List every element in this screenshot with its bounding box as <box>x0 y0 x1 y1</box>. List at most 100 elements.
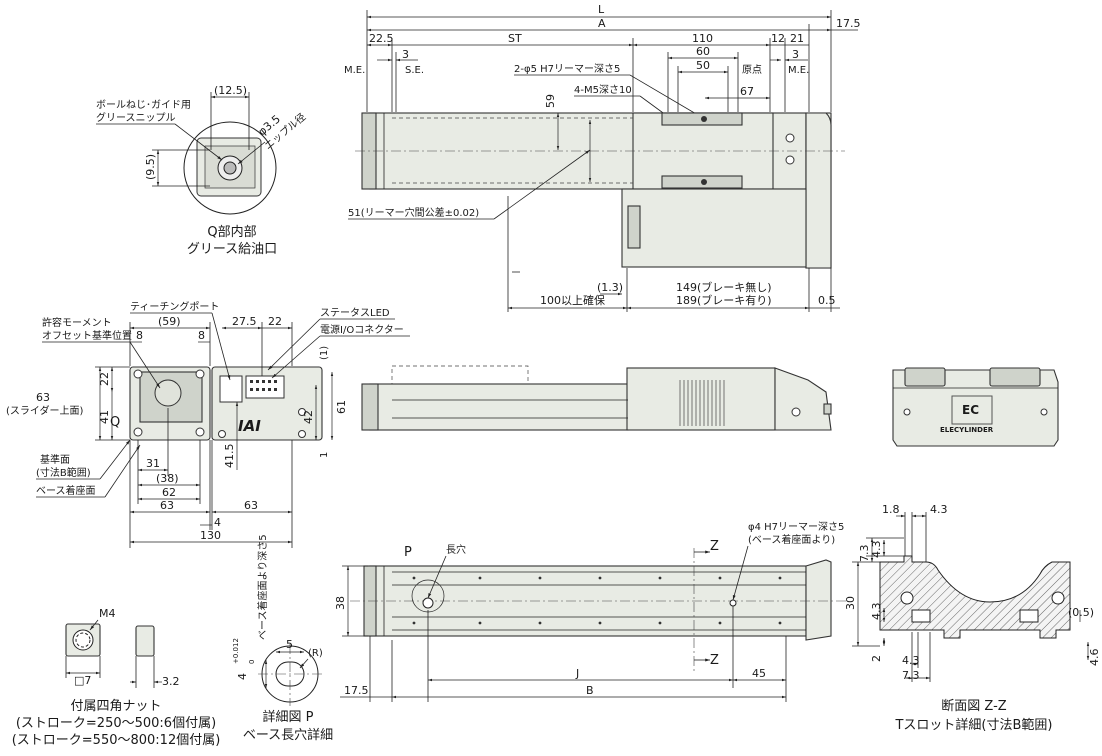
sec-dim-2: 2 <box>870 655 883 662</box>
top-view: L A 17.5 22.5 ST 110 12 21 3 M.E. S.E. 6… <box>344 3 861 312</box>
detail-p: 5 (R) 4 +0.012 0 ベース着座面より深さ5 詳細図 P ベース長穴… <box>232 534 333 743</box>
reamer-tolerance-label: 51(リーマー穴間公差±0.02) <box>348 206 479 219</box>
teaching-port-label: ティーチングポート <box>130 300 219 313</box>
iai-logo: IAI <box>238 417 261 435</box>
dim-50: 50 <box>696 59 710 72</box>
sec-dim-4-3a: 4.3 <box>930 503 948 516</box>
dim-J: J <box>575 667 579 680</box>
q-label: Q <box>110 415 120 430</box>
dim-59-end: (59) <box>158 315 181 328</box>
front-view <box>361 365 832 431</box>
dim-4: 4 <box>214 516 221 529</box>
dim-1-paren: (1) <box>319 346 330 360</box>
dim-38: (38) <box>156 472 179 485</box>
dim-110: 110 <box>692 32 713 45</box>
end-view: IAI Q ティーチングポート ステータスLED 電源I/Oコネクター 許容モー… <box>6 300 410 548</box>
sec-dim-4-3b: 4.3 <box>870 541 883 559</box>
dim-1b: 1 <box>319 452 330 458</box>
status-led-label: ステータスLED <box>320 307 390 319</box>
me-left: M.E. <box>344 65 365 76</box>
nipple-label: ボールねじ･ガイド用 <box>96 99 191 111</box>
moment-label-2: オフセット基準位置 <box>42 329 132 342</box>
dim-17-5-bottom: 17.5 <box>344 684 369 697</box>
dim-22v: 22 <box>98 372 111 386</box>
dim-130: 130 <box>200 529 221 542</box>
dim-22-end: 22 <box>268 315 282 328</box>
dim-3-left: 3 <box>402 48 409 61</box>
dim-17-5-right: 17.5 <box>836 17 861 30</box>
ref-face-label-2: (寸法B範囲) <box>36 466 91 479</box>
dim-12-5: (12.5) <box>214 84 247 97</box>
dim-27-5: 27.5 <box>232 315 257 328</box>
dim-41-5: 41.5 <box>223 444 236 469</box>
dim-63-end: 63 <box>36 391 50 404</box>
dim-63c: 63 <box>244 499 258 512</box>
sec-dim-0-5: (0.5) <box>1068 606 1094 619</box>
section-z-top: Z <box>710 539 719 554</box>
origin-label: 原点 <box>742 64 762 76</box>
detail-tol: +0.012 <box>232 638 240 664</box>
dim-59: 59 <box>544 94 557 108</box>
dim-A: A <box>598 17 606 30</box>
sec-dim-7-3b: 7.3 <box>902 669 920 682</box>
grease-subtitle: グリース給油口 <box>187 242 277 257</box>
dim-21: 21 <box>790 32 804 45</box>
dim-1-3: (1.3) <box>597 281 623 294</box>
section-subtitle: Tスロット詳細(寸法B範囲) <box>894 717 1052 733</box>
sec-dim-30: 30 <box>844 596 857 610</box>
connector-label: 電源I/Oコネクター <box>320 323 404 336</box>
detail-dim-4: 4 <box>236 673 249 680</box>
bottom-view: Z Z P 長穴 φ4 H7リーマー深さ5 (ベース着座面より) 38 J 45… <box>334 521 848 702</box>
nut-title: 付属四角ナット <box>70 699 161 714</box>
section-z-bottom: Z <box>710 653 719 668</box>
section-z-z: 1.8 4.3 7.3 4.3 30 4.3 2 4.3 7.3 (0.5) 4… <box>844 503 1101 733</box>
nut-line-2: (ストローク=550〜800:12個付属) <box>12 733 221 748</box>
dim-63b: 63 <box>160 499 174 512</box>
sec-dim-4-3d: 4.3 <box>902 654 920 667</box>
pin-hole-label: 2-φ5 H7リーマー深さ5 <box>514 63 620 75</box>
dim-189: 189(ブレーキ有り) <box>676 293 772 307</box>
detail-p-marker: P <box>404 545 412 560</box>
dim-41: 41 <box>98 410 111 424</box>
sec-dim-4-6: 4.6 <box>1088 649 1101 667</box>
dim-ST: ST <box>508 32 522 45</box>
base-seat-label: ベース着座面 <box>36 484 96 497</box>
dim-42: 42 <box>302 410 315 424</box>
dim-67: 67 <box>740 85 754 98</box>
dim-63-note: (スライダー上面) <box>6 404 84 417</box>
reamer-hole-label: φ4 H7リーマー深さ5 <box>748 521 844 533</box>
brand-label: ELECYLINDER <box>940 426 994 434</box>
dim-L: L <box>598 3 605 16</box>
nut-line-1: (ストローク=250〜500:6個付属) <box>16 716 216 731</box>
reamer-hole-label-2: (ベース着座面より) <box>748 533 835 546</box>
dim-38-bottom: 38 <box>334 596 347 610</box>
nut-m4: M4 <box>99 607 116 620</box>
dim-61: 61 <box>335 400 348 414</box>
dim-149: 149(ブレーキ無し) <box>676 280 772 294</box>
dim-8a: 8 <box>136 329 143 342</box>
dim-31: 31 <box>146 457 160 470</box>
dim-62: 62 <box>162 486 176 499</box>
sec-dim-7-3a: 7.3 <box>858 545 871 563</box>
detail-p-title: 詳細図 P <box>263 709 314 725</box>
nut-dim-3-2: 3.2 <box>162 675 180 688</box>
grease-title: Q部内部 <box>207 224 256 240</box>
detail-r: (R) <box>308 648 323 659</box>
dim-22-5: 22.5 <box>369 32 394 45</box>
sec-dim-4-3c: 4.3 <box>870 603 883 621</box>
dim-100: 100以上確保 <box>540 293 605 307</box>
detail-note: ベース着座面より深さ5 <box>256 534 269 640</box>
dim-8b: 8 <box>198 329 205 342</box>
tap-label: 4-M5深さ10 <box>574 84 632 96</box>
dim-45: 45 <box>752 667 766 680</box>
me-right: M.E. <box>788 65 809 76</box>
nipple-label-2: グリースニップル <box>96 111 176 124</box>
dim-60: 60 <box>696 45 710 58</box>
sec-dim-1-8: 1.8 <box>882 503 900 516</box>
detail-tol-2: 0 <box>248 660 256 664</box>
iso-view: EC ELECYLINDER <box>892 367 1059 447</box>
slot-label: 長穴 <box>446 543 466 556</box>
section-title: 断面図 Z-Z <box>941 699 1007 714</box>
dim-3-right: 3 <box>792 48 799 61</box>
